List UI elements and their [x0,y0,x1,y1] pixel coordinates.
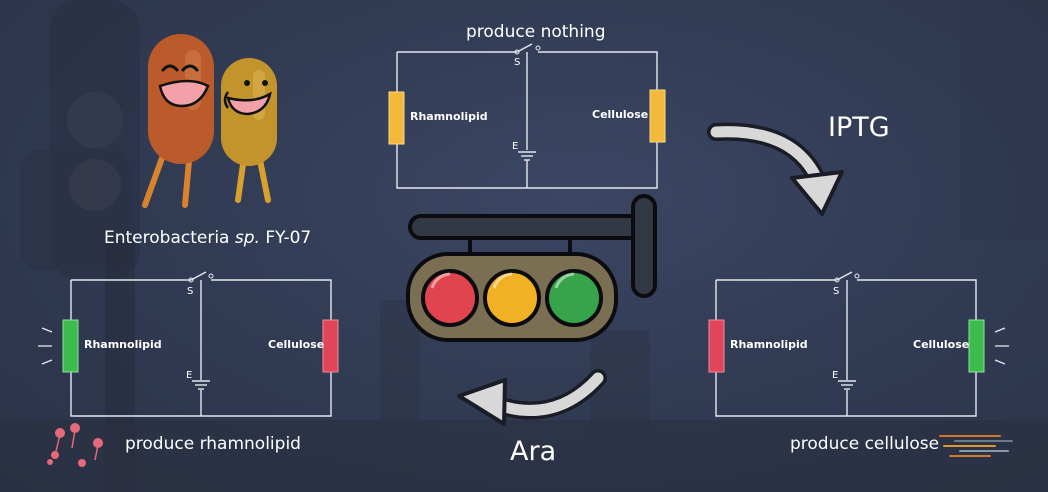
right-circuit-caption: produce cellulose [790,434,940,454]
ara-label: Ara [510,436,557,467]
green-light [545,269,603,327]
ground-symbol [518,151,536,161]
cellulose-label: Cellulose [592,108,649,121]
rhamnolipid-label: Rhamnolipid [730,338,808,351]
ground-symbol [192,380,210,390]
cellulose-label: Cellulose [913,338,970,351]
ground-label: E [512,141,519,152]
cellulose-lamp [968,319,985,373]
cellulose-lamp [322,319,339,373]
bacterium-leg [142,147,168,208]
top-circuit-title: produce nothing [466,22,606,42]
yellow-light [483,269,541,327]
rhamnolipid-label: Rhamnolipid [84,338,162,351]
ground-label: E [832,370,839,381]
glow-lines-icon [38,327,53,365]
glow-lines-icon [994,327,1009,365]
ground-label: E [186,370,193,381]
switch [190,271,207,281]
rhamnolipid-droplets-icon [47,423,103,467]
ground-symbol [838,380,856,390]
rhamnolipid-lamp [388,91,405,145]
left-circuit-caption: produce rhamnolipid [125,434,301,454]
cellulose-fibers-icon [939,435,1013,457]
traffic-light-icon [406,194,657,342]
switch-label: S [514,57,521,68]
circuit-left [38,271,339,417]
ara-arrow-icon [457,369,607,426]
circuit-right [708,271,1009,417]
rhamnolipid-lamp [708,319,725,373]
rhamnolipid-lamp [62,319,79,373]
circuit-top [388,43,666,189]
iptg-arrow-icon [707,122,844,216]
switch [836,271,853,281]
organism-label: Enterobacteria sp. FY-07 [104,228,312,248]
cellulose-lamp [649,89,666,143]
switch-label: S [833,286,840,297]
switch [516,43,533,53]
red-light [421,269,479,327]
rhamnolipid-label: Rhamnolipid [410,110,488,123]
switch-label: S [187,286,194,297]
iptg-label: IPTG [828,112,890,143]
cellulose-label: Cellulose [268,338,325,351]
